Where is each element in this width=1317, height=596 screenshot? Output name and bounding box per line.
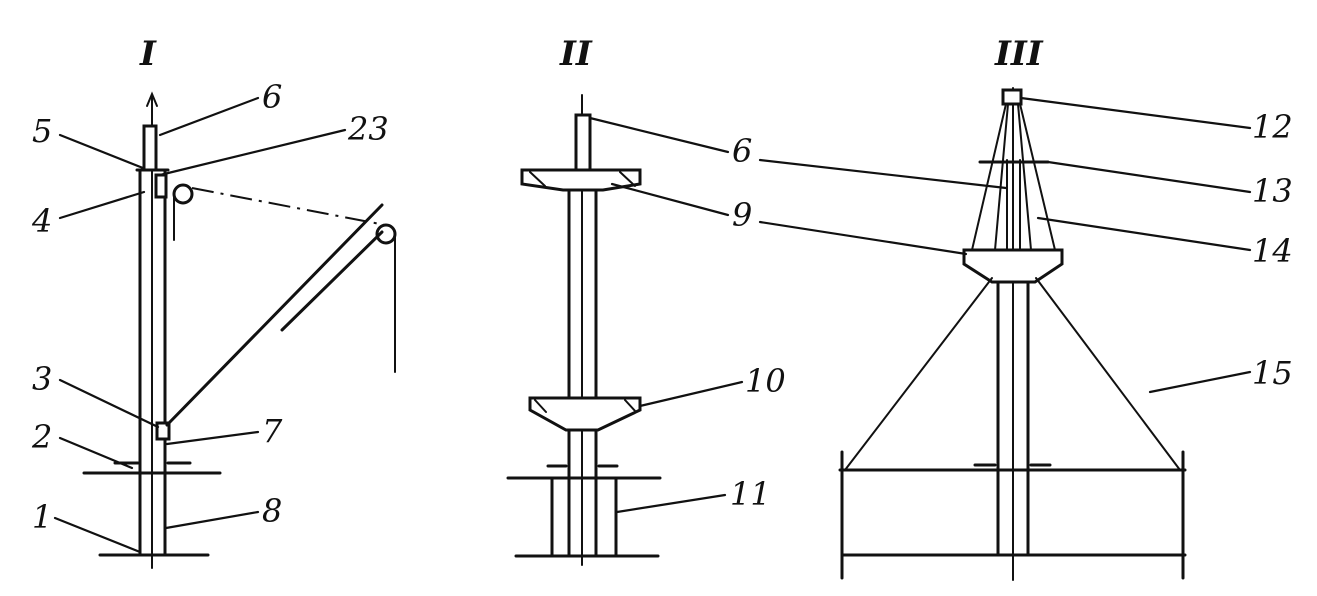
leader-12 xyxy=(1019,96,1252,130)
label-7: 7 xyxy=(262,412,283,450)
leader-6b xyxy=(588,116,730,154)
leader-15 xyxy=(1148,370,1252,394)
leader-6a xyxy=(158,96,260,137)
label-11: 11 xyxy=(730,475,771,513)
panel-1-cable xyxy=(191,187,381,225)
leader-11 xyxy=(615,493,727,514)
label-14: 14 xyxy=(1252,232,1293,270)
panel-2-lower-bracket-detail xyxy=(534,399,637,413)
panel-1-boom-pulley xyxy=(375,223,397,245)
panel-1-axis-arrow xyxy=(146,91,158,107)
panel-1-upper-block xyxy=(154,173,168,199)
label-4: 4 xyxy=(31,202,52,240)
leader-13 xyxy=(1046,160,1252,194)
panel-2-upper-bracket-detail xyxy=(529,171,636,187)
label-5: 5 xyxy=(32,112,52,150)
panel-2-title: II xyxy=(559,34,593,74)
panel-3-stay-right-outer xyxy=(1019,103,1056,251)
panel-1-boom-upper xyxy=(165,203,384,427)
label-23: 23 xyxy=(347,110,389,148)
panel-3-top-cap xyxy=(1001,88,1023,106)
panel-3-stay-left-outer xyxy=(971,103,1007,251)
panel-1-title: I xyxy=(139,34,157,74)
label-3: 3 xyxy=(32,360,52,398)
label-8: 8 xyxy=(262,492,282,530)
leader-14 xyxy=(1036,216,1252,252)
panel-3: III xyxy=(758,34,1293,581)
leader-2 xyxy=(58,436,134,470)
label-6a: 6 xyxy=(262,78,282,116)
panel-3-guy-left xyxy=(844,277,993,471)
panel-3-stay-left-inner xyxy=(994,103,1009,251)
leader-9-ext xyxy=(758,220,968,256)
panel-1-top-extension xyxy=(142,124,158,172)
panel-1-boom-lower xyxy=(280,230,384,332)
label-2: 2 xyxy=(31,418,52,456)
label-10: 10 xyxy=(745,362,786,400)
panel-2-lower-bracket xyxy=(528,396,642,432)
leader-7 xyxy=(165,430,260,446)
leader-5 xyxy=(58,133,145,170)
panel-1-lower-block xyxy=(155,421,171,441)
panel-1: I xyxy=(31,34,397,569)
leader-6b-ext xyxy=(758,158,1008,190)
panel-3-stay-right-inner xyxy=(1017,103,1032,251)
panel-3-title: III xyxy=(994,34,1044,74)
leader-23 xyxy=(158,128,347,177)
panel-2: II 6 9 10 11 xyxy=(506,34,786,566)
panel-2-upper-bracket xyxy=(520,168,642,192)
leader-10 xyxy=(638,380,744,408)
panel-1-top-pulley xyxy=(172,183,194,205)
label-9: 9 xyxy=(732,196,752,234)
leader-8 xyxy=(164,510,260,530)
leader-4 xyxy=(58,190,146,220)
panel-3-bracket xyxy=(962,248,1064,284)
label-1: 1 xyxy=(32,498,52,536)
panel-2-top-extension xyxy=(574,113,592,177)
leader-1 xyxy=(53,516,142,554)
leader-3 xyxy=(58,378,160,429)
panel-3-guy-right xyxy=(1035,277,1181,471)
label-13: 13 xyxy=(1252,172,1293,210)
label-15: 15 xyxy=(1252,354,1293,392)
leader-9 xyxy=(610,182,730,217)
label-6b: 6 xyxy=(732,132,752,170)
label-12: 12 xyxy=(1252,108,1293,146)
